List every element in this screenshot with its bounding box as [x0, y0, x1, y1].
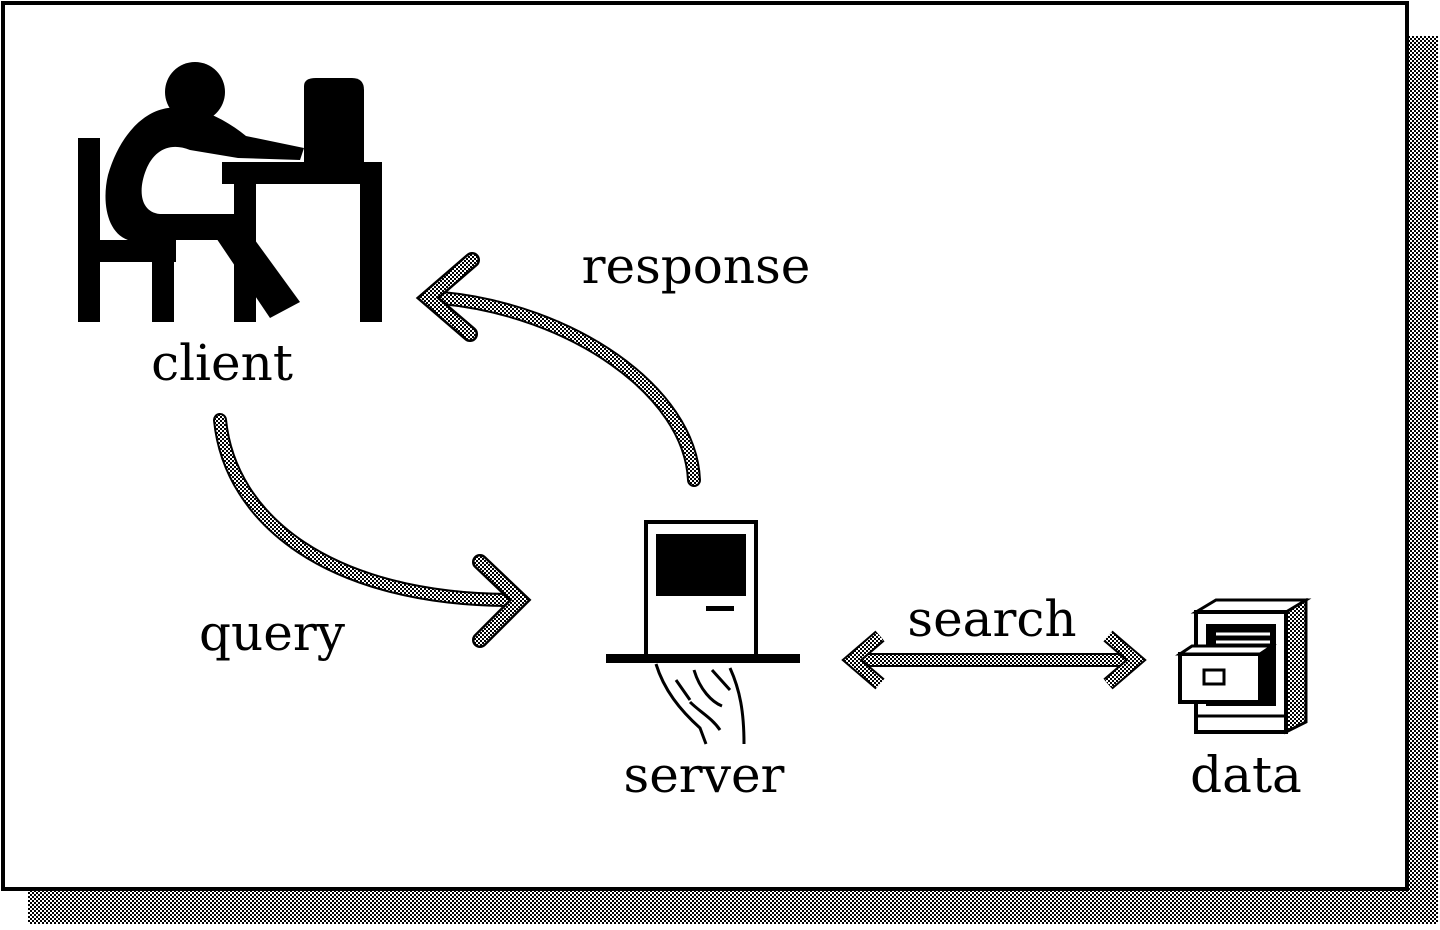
response-arrow: [415, 252, 701, 487]
search-label: search: [907, 590, 1076, 648]
query-arrow: [213, 413, 532, 648]
filing-cabinet-icon: [1175, 597, 1312, 735]
server-label: server: [624, 746, 785, 804]
client-label: client: [151, 334, 293, 392]
query-label: query: [199, 604, 346, 662]
response-label: response: [582, 237, 811, 295]
person-at-computer-icon: [78, 62, 382, 322]
data-label: data: [1190, 746, 1302, 804]
hand-held-computer-icon: [606, 520, 800, 745]
search-arrow: [841, 630, 1147, 690]
frame-shadow: [28, 36, 1438, 924]
